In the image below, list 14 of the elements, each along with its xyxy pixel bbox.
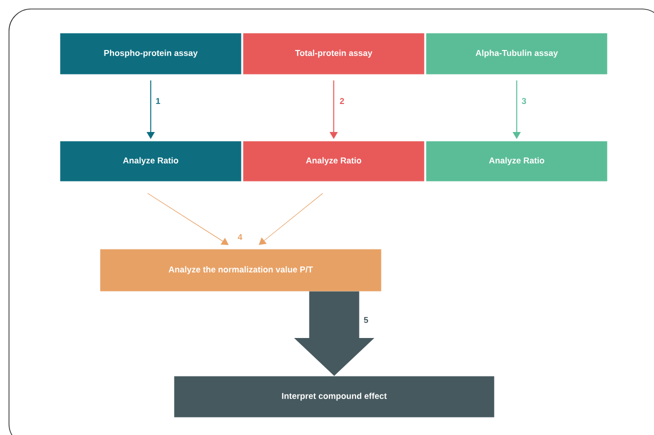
process-box: Phospho-protein assay <box>60 33 242 74</box>
process-box: Alpha-Tubulin assay <box>426 33 608 74</box>
step-number: 4 <box>238 234 242 240</box>
process-box: Analyze Ratio <box>426 141 608 182</box>
step-number: 1 <box>156 98 160 104</box>
arrow <box>258 193 323 245</box>
process-box: Total-protein assay <box>243 33 424 74</box>
process-box: Analyze Ratio <box>243 141 424 182</box>
step-number: 2 <box>340 98 344 104</box>
step-number: 3 <box>522 98 526 104</box>
process-box: Interpret compound effect <box>174 376 494 418</box>
process-box: Analyze Ratio <box>60 141 242 182</box>
process-box: Analyze the normalization value P/T <box>100 249 382 292</box>
step-number: 5 <box>364 317 368 323</box>
